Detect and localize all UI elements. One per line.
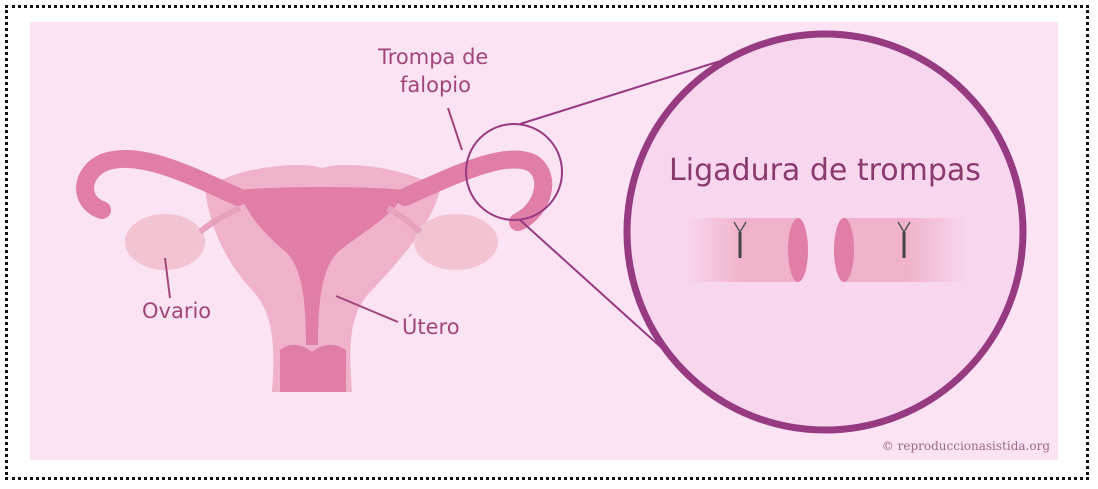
right-ovary	[414, 214, 498, 270]
cervix	[280, 345, 346, 392]
uterus-label: Útero	[402, 314, 460, 339]
tube-label-line1: Trompa de	[377, 45, 488, 69]
right-tube-fade	[906, 218, 966, 282]
left-tube-cut-end	[788, 218, 808, 282]
ligation-zoom-circle: Ligadura de trompas	[627, 34, 1023, 430]
copyright-credit: © reproduccionasistida.org	[882, 439, 1051, 453]
left-tube-fade	[686, 218, 744, 282]
tube-label-line2: falopio	[400, 73, 471, 97]
right-tube-cut-end	[834, 218, 854, 282]
procedure-title: Ligadura de trompas	[669, 153, 981, 188]
ovary-label: Ovario	[142, 299, 211, 323]
